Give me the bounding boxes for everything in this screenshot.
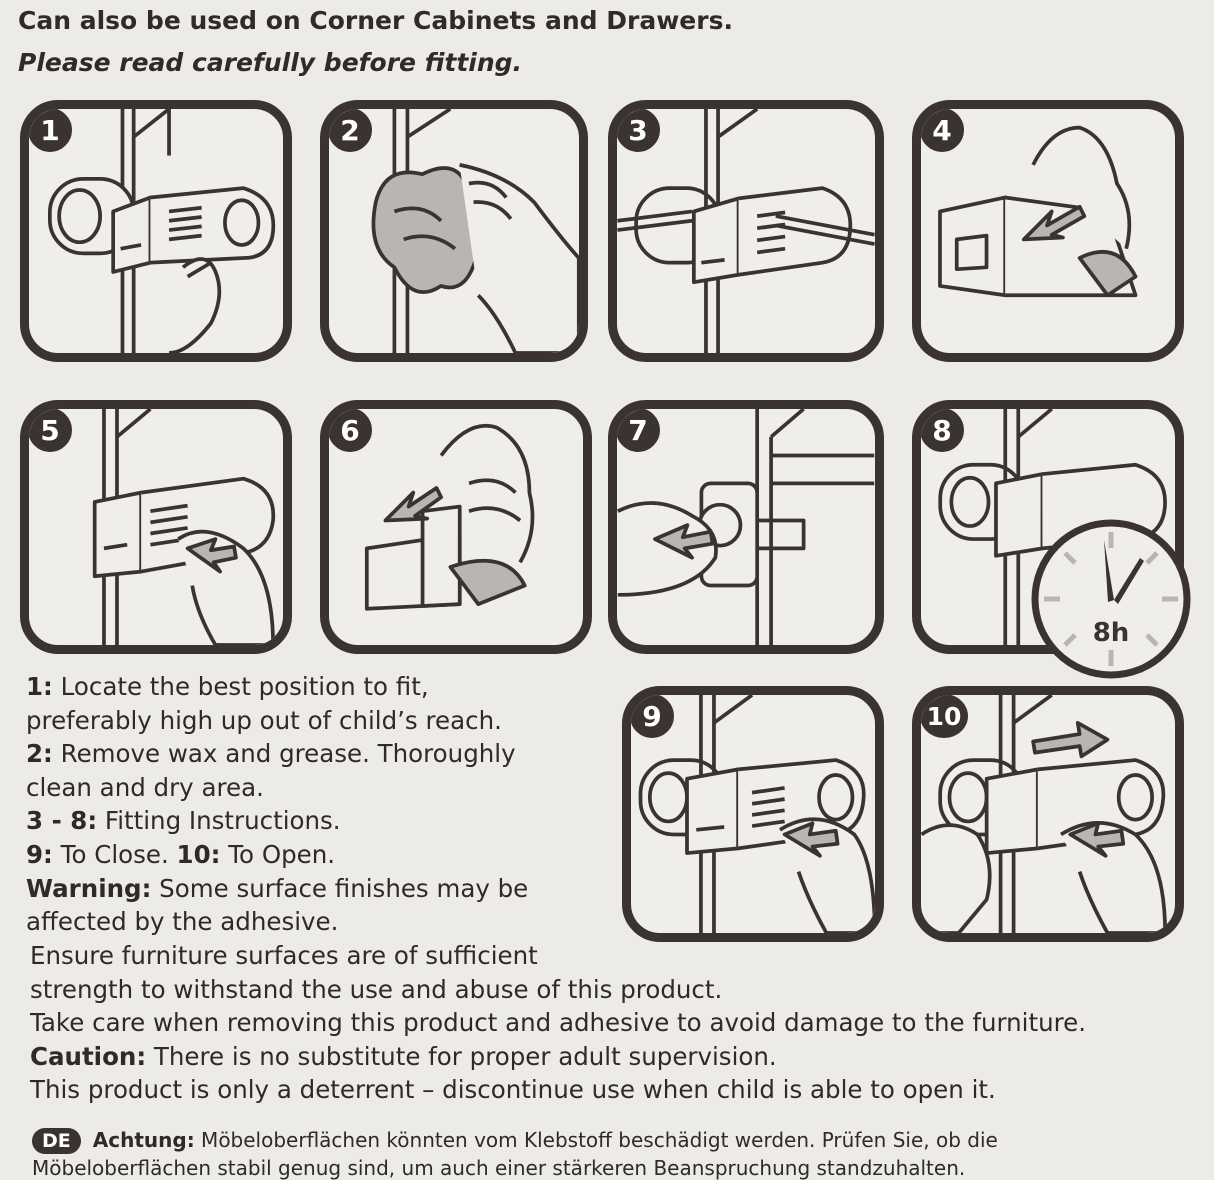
instructions-text-wide: Ensure furniture surfaces are of suffici… — [30, 941, 1086, 1105]
lock-corner-press-icon — [47, 109, 276, 353]
step-2-panel: 2 — [320, 100, 588, 362]
step-10-panel: 10 — [912, 686, 1184, 942]
step-number-badge: 5 — [29, 409, 75, 455]
page-title: Can also be used on Corner Cabinets and … — [18, 6, 733, 35]
open-lock-icon — [921, 695, 1167, 933]
step-number-badge: 6 — [329, 409, 375, 455]
step-4-panel: 4 — [912, 100, 1184, 362]
clock-label: 8h — [1092, 618, 1130, 648]
clock-icon: 8h — [1030, 518, 1192, 680]
step-3-panel: 3 — [608, 100, 884, 362]
step-6-panel: 6 — [320, 400, 592, 654]
step-number-badge: 7 — [617, 409, 663, 455]
step-1-panel: 1 — [20, 100, 292, 362]
step-7-panel: 7 — [608, 400, 884, 654]
peel-backing-icon — [938, 125, 1138, 298]
press-lock-icon — [92, 409, 276, 645]
wait-clock-icon — [938, 409, 1167, 645]
instructions-text: 1: Locate the best position to fit, pref… — [26, 672, 529, 937]
close-lock-icon — [638, 695, 875, 933]
fit-catch-icon — [617, 409, 875, 645]
peel-catch-icon — [364, 423, 535, 611]
step-9-panel: 9 — [622, 686, 884, 942]
step-5-panel: 5 — [20, 400, 292, 654]
cloth-wipe-icon — [371, 109, 579, 353]
german-warning-cut: Möbeloberflächen stabil genug sind, um a… — [32, 1156, 966, 1180]
step-number-badge: 10 — [921, 695, 971, 741]
step-number-badge: 4 — [921, 109, 967, 155]
step-number-badge: 9 — [631, 695, 677, 741]
language-badge: DE — [32, 1128, 81, 1154]
page-subtitle: Please read carefully before fitting. — [18, 48, 523, 77]
step-number-badge: 1 — [29, 109, 75, 155]
step-number-badge: 3 — [617, 109, 663, 155]
step-number-badge: 2 — [329, 109, 375, 155]
step-number-badge: 8 — [921, 409, 967, 455]
pencil-mark-icon — [617, 109, 875, 353]
